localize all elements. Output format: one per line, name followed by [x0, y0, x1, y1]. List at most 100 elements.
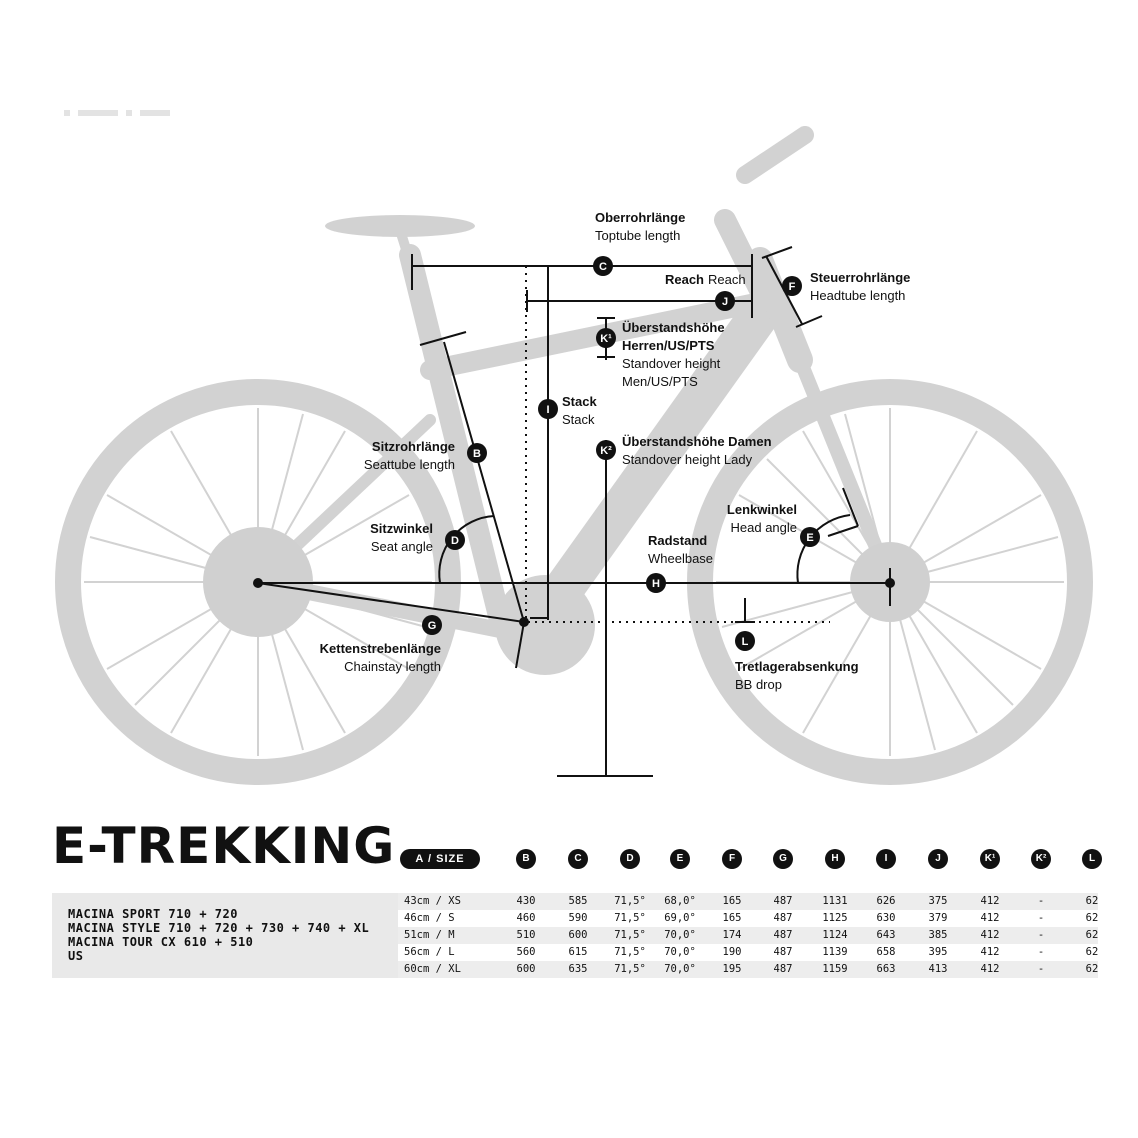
value-cell: 600 — [568, 929, 588, 941]
value-cell: - — [1037, 963, 1045, 975]
label-steuerrohr-en: Headtube length — [810, 288, 905, 303]
label-lenkwinkel-en: Head angle — [731, 520, 798, 535]
label-sitzwinkel-en: Seat angle — [371, 539, 433, 554]
value-cell: 460 — [516, 912, 536, 924]
badge-e: E — [800, 527, 820, 547]
value-cell: 487 — [773, 929, 793, 941]
value-cell: 69,0° — [664, 912, 696, 924]
value-cell: 510 — [516, 929, 536, 941]
value-cell: 487 — [773, 912, 793, 924]
value-cell: 1159 — [822, 963, 848, 975]
svg-text:K²: K² — [600, 445, 612, 457]
value-cell: 1124 — [822, 929, 848, 941]
size-header-pill: A / SIZE — [400, 849, 480, 869]
model-name: US — [68, 949, 84, 963]
label-reach-en: Reach — [708, 272, 746, 287]
label-sitzrohr-de: Sitzrohrlänge — [372, 439, 455, 454]
column-header-badge: F — [722, 849, 742, 869]
label-kettenstreben-en: Chainstay length — [344, 659, 441, 674]
column-header-badge: I — [876, 849, 896, 869]
value-cell: 663 — [876, 963, 896, 975]
label-stack-en: Stack — [562, 412, 595, 427]
model-list: MACINA SPORT 710 + 720 MACINA STYLE 710 … — [52, 893, 398, 978]
label-tretlager-de: Tretlagerabsenkung — [735, 659, 859, 674]
column-header-badge: C — [568, 849, 588, 869]
svg-text:H: H — [652, 578, 660, 590]
svg-text:G: G — [428, 620, 437, 632]
badge-d: D — [445, 530, 465, 550]
category-title: E-TREKKING — [52, 817, 396, 875]
bike-geometry-diagram: C J F K¹ I K² B D E H G L Oberrohrlänge … — [55, 126, 1093, 785]
label-standover-lady-de: Überstandshöhe Damen — [622, 434, 772, 449]
column-header-badge: B — [516, 849, 536, 869]
value-cell: 379 — [928, 912, 948, 924]
badge-b: B — [467, 443, 487, 463]
rear-axle-point — [253, 578, 263, 588]
label-standover-men-de2: Herren/US/PTS — [622, 338, 715, 353]
value-cell: 658 — [876, 946, 896, 958]
model-name: MACINA STYLE 710 + 720 + 730 + 740 + XL — [68, 921, 370, 935]
value-cell: 165 — [722, 912, 742, 924]
badge-c: C — [593, 256, 613, 276]
label-radstand-de: Radstand — [648, 533, 707, 548]
label-standover-lady-en: Standover height Lady — [622, 452, 753, 467]
label-lenkwinkel-de: Lenkwinkel — [727, 502, 797, 517]
value-cell: 71,5° — [614, 912, 646, 924]
value-cell: 62 — [1085, 946, 1099, 958]
value-cell: 71,5° — [614, 946, 646, 958]
svg-text:L: L — [742, 636, 749, 648]
svg-text:K¹: K¹ — [600, 333, 612, 345]
svg-text:D: D — [451, 535, 459, 547]
value-cell: 635 — [568, 963, 588, 975]
value-cell: 412 — [980, 963, 1000, 975]
column-header-badge: H — [825, 849, 845, 869]
label-stack-de: Stack — [562, 394, 597, 409]
value-cell: 195 — [722, 963, 742, 975]
value-cell: 412 — [980, 912, 1000, 924]
column-header-badge: K¹ — [980, 849, 1000, 869]
badges: C J F K¹ I K² B D E H G L — [422, 256, 820, 651]
column-header-badge: L — [1082, 849, 1102, 869]
label-oberrohr-en: Toptube length — [595, 228, 680, 243]
label-standover-men-en2: Men/US/PTS — [622, 374, 698, 389]
value-cell: - — [1037, 946, 1045, 958]
value-cell: 626 — [876, 895, 896, 907]
frame — [250, 126, 897, 638]
value-cell: 62 — [1085, 963, 1099, 975]
value-cell: 71,5° — [614, 895, 646, 907]
value-cell: 412 — [980, 929, 1000, 941]
value-cell: 68,0° — [664, 895, 696, 907]
badge-f: F — [782, 276, 802, 296]
motor — [495, 575, 595, 675]
size-cell: 46cm / S — [404, 912, 455, 924]
badge-k2: K² — [596, 440, 616, 460]
value-cell: 190 — [722, 946, 742, 958]
saddle — [325, 215, 475, 237]
value-cell: 487 — [773, 946, 793, 958]
size-cell: 56cm / L — [404, 946, 455, 958]
value-cell: 165 — [722, 895, 742, 907]
value-cell: 413 — [928, 963, 948, 975]
column-header-badge: G — [773, 849, 793, 869]
badge-i: I — [538, 399, 558, 419]
value-cell: 487 — [773, 895, 793, 907]
size-cell: 60cm / XL — [404, 963, 461, 975]
label-kettenstreben-de: Kettenstrebenlänge — [320, 641, 441, 656]
value-cell: 174 — [722, 929, 742, 941]
value-cell: 412 — [980, 946, 1000, 958]
value-cell: 62 — [1085, 895, 1099, 907]
value-cell: 560 — [516, 946, 536, 958]
badge-h: H — [646, 573, 666, 593]
value-cell: 70,0° — [664, 963, 696, 975]
badge-j: J — [715, 291, 735, 311]
dotted-lines — [525, 266, 830, 623]
label-reach-de: Reach — [665, 272, 704, 287]
label-tretlager-en: BB drop — [735, 677, 782, 692]
faded-breadcrumb — [64, 104, 214, 118]
value-cell: 71,5° — [614, 963, 646, 975]
size-cell: 51cm / M — [404, 929, 455, 941]
svg-text:B: B — [473, 448, 481, 460]
